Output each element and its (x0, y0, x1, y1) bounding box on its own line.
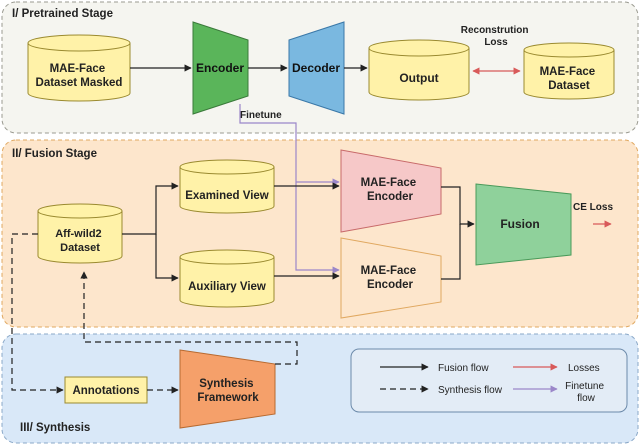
mae-face-dataset-cylinder: MAE-Face Dataset (523, 42, 615, 100)
mae-encoder-top-block: MAE-Face Encoder (340, 149, 442, 233)
svg-text:Synthesis Framework: Synthesis Framework (197, 378, 259, 404)
encoder-block: Encoder (192, 21, 249, 115)
svg-text:Examined View: Examined View (185, 190, 269, 202)
reconstruction-loss-label: Reconstrution Loss (461, 25, 532, 48)
synthesis-flow-affwild-down (11, 233, 64, 394)
arrow-bottom-encoder-to-fusion (441, 224, 461, 280)
arrow-affwild-to-examined (122, 182, 179, 235)
svg-text:Output: Output (399, 71, 438, 85)
legend-losses-label: Losses (568, 363, 600, 374)
examined-view-cylinder: Examined View (179, 159, 275, 214)
auxiliary-view-cylinder: Auxiliary View (179, 249, 275, 308)
svg-text:MAE-Face Encoder: MAE-Face Encoder (361, 265, 420, 291)
aff-wild2-cylinder: Aff-wild2 Dataset (37, 203, 123, 264)
finetune-label: Finetune (240, 110, 282, 121)
mae-masked-line1: MAE-Face (50, 63, 106, 75)
arrow-top-encoder-to-fusion (441, 186, 475, 228)
synthesis-flow-framework-loop (80, 271, 298, 365)
decoder-block: Decoder (288, 21, 345, 115)
legend-finetune-flow-label: Finetune flow (565, 381, 607, 404)
synthesis-framework-block: Synthesis Framework (179, 349, 276, 429)
mae-face-masked-cylinder: MAE-Face Dataset Masked (27, 34, 131, 102)
fusion-stage-title: II/ Fusion Stage (12, 148, 97, 160)
svg-text:MAE-Face Encoder: MAE-Face Encoder (361, 177, 420, 203)
mae-encoder-bottom-block: MAE-Face Encoder (340, 237, 442, 319)
svg-text:Fusion: Fusion (500, 217, 539, 231)
legend: Fusion flow Losses Synthesis flow Finetu… (350, 348, 628, 413)
svg-text:Encoder: Encoder (196, 61, 244, 75)
synthesis-stage-title: III/ Synthesis (20, 422, 90, 434)
annotations-box: Annotations (64, 376, 148, 404)
svg-text:MAE-Face Dataset Masked: MAE-Face Dataset Masked (36, 63, 123, 89)
legend-synthesis-flow-label: Synthesis flow (438, 385, 503, 396)
finetune-to-bottom-encoder (295, 182, 340, 274)
pretrained-stage-title: I/ Pretrained Stage (12, 8, 113, 20)
mae-masked-line2: Dataset Masked (36, 77, 123, 89)
svg-text:Aff-wild2 Dataset: Aff-wild2 Dataset (55, 228, 105, 254)
svg-text:Annotations: Annotations (72, 385, 139, 397)
arrow-affwild-to-auxiliary (155, 234, 179, 282)
svg-text:MAE-Face Dataset: MAE-Face Dataset (540, 66, 599, 92)
output-cylinder: Output (368, 39, 470, 101)
legend-fusion-flow-label: Fusion flow (438, 363, 489, 374)
ce-loss-label: CE Loss (573, 202, 613, 213)
svg-text:Auxiliary View: Auxiliary View (188, 281, 266, 293)
finetune-line (239, 104, 297, 182)
svg-text:Decoder: Decoder (292, 61, 340, 75)
fusion-block: Fusion (475, 183, 572, 266)
